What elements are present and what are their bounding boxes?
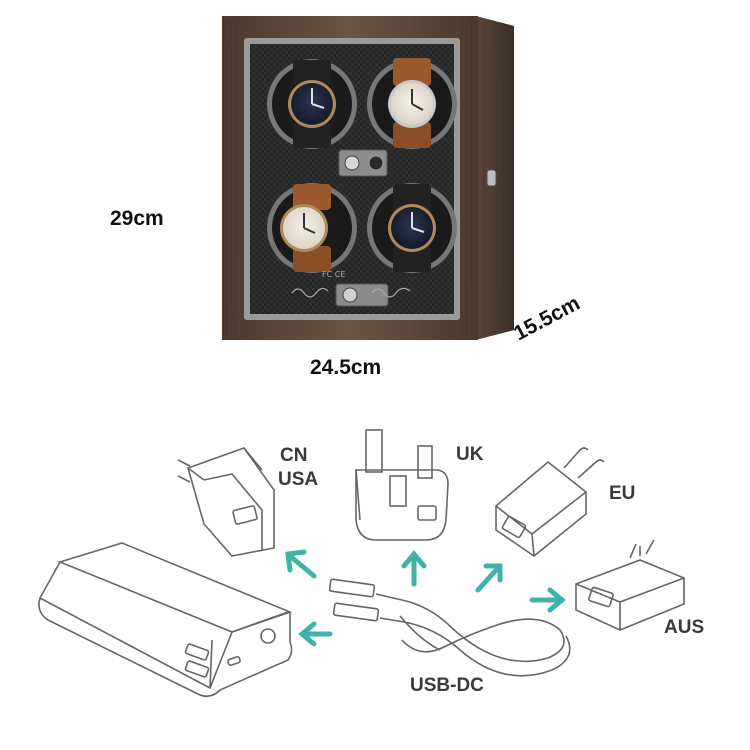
watch-winder-box: FC CE (222, 16, 514, 340)
cn-label: CN (280, 445, 308, 466)
usb-dc-label: USB-DC (410, 675, 484, 696)
cert-marks: FC CE (322, 270, 345, 279)
usa-label: USA (278, 469, 319, 490)
uk-adapter (355, 429, 449, 541)
arrow-to-eu (475, 563, 503, 593)
winder-pod-top-left (267, 59, 357, 149)
width-label: 24.5cm (310, 356, 382, 379)
arrow-to-power-bank (298, 621, 333, 647)
winder-pod-bottom-left (267, 183, 357, 273)
cursive-tagline (291, 287, 411, 298)
arrow-to-aus (529, 587, 566, 613)
aus-adapter (575, 539, 685, 631)
usb-dc-cable (328, 578, 571, 677)
arrow-to-cn-usa (285, 549, 317, 579)
eu-adapter (495, 447, 605, 557)
aus-label: AUS (664, 617, 705, 638)
control-panel (338, 149, 388, 177)
direction-arrows (285, 549, 566, 647)
uk-label: UK (456, 444, 484, 465)
arrow-to-uk (401, 550, 427, 587)
door-latch (486, 169, 497, 187)
winder-pod-bottom-right (367, 183, 457, 273)
cn-usa-adapter (177, 447, 275, 557)
bottom-knob (335, 283, 389, 307)
power-bank (38, 542, 293, 698)
winder-pod-top-right (367, 58, 457, 149)
height-label: 29cm (110, 207, 164, 230)
eu-label: EU (609, 483, 636, 504)
